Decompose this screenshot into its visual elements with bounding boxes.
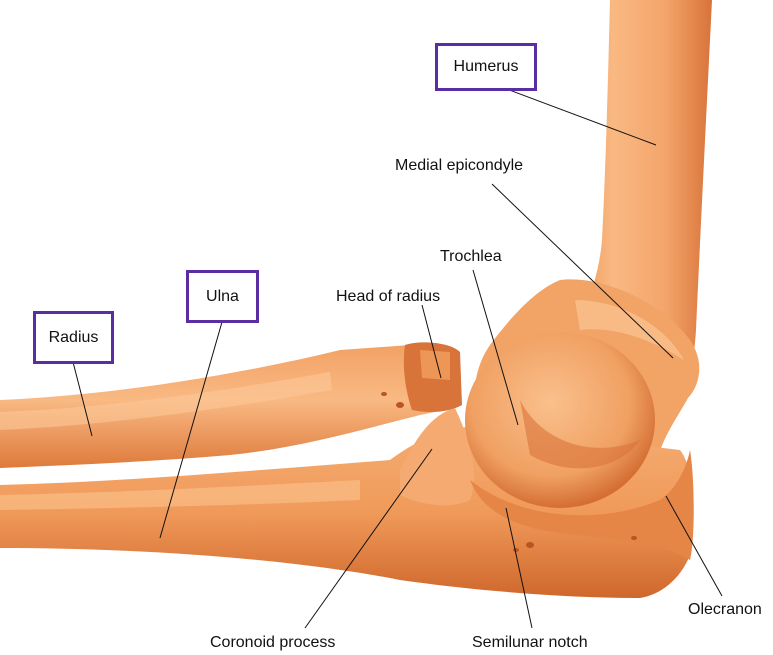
head-of-radius-label: Head of radius xyxy=(336,287,440,307)
semilunar-notch-label: Semilunar notch xyxy=(472,633,588,653)
olecranon-label: Olecranon xyxy=(688,600,762,620)
radius-label-box: Radius xyxy=(33,311,114,364)
radius-label: Radius xyxy=(49,328,99,348)
humerus-label-box: Humerus xyxy=(435,43,537,91)
coronoid-process-label: Coronoid process xyxy=(210,633,335,653)
medial-epicondyle-label: Medial epicondyle xyxy=(395,156,523,176)
trochlea xyxy=(465,332,655,508)
coronoid-process xyxy=(400,408,474,505)
ulna-label-box: Ulna xyxy=(186,270,259,323)
humerus-label: Humerus xyxy=(454,57,519,77)
trochlea-label: Trochlea xyxy=(440,247,502,267)
ulna-label: Ulna xyxy=(206,287,239,307)
